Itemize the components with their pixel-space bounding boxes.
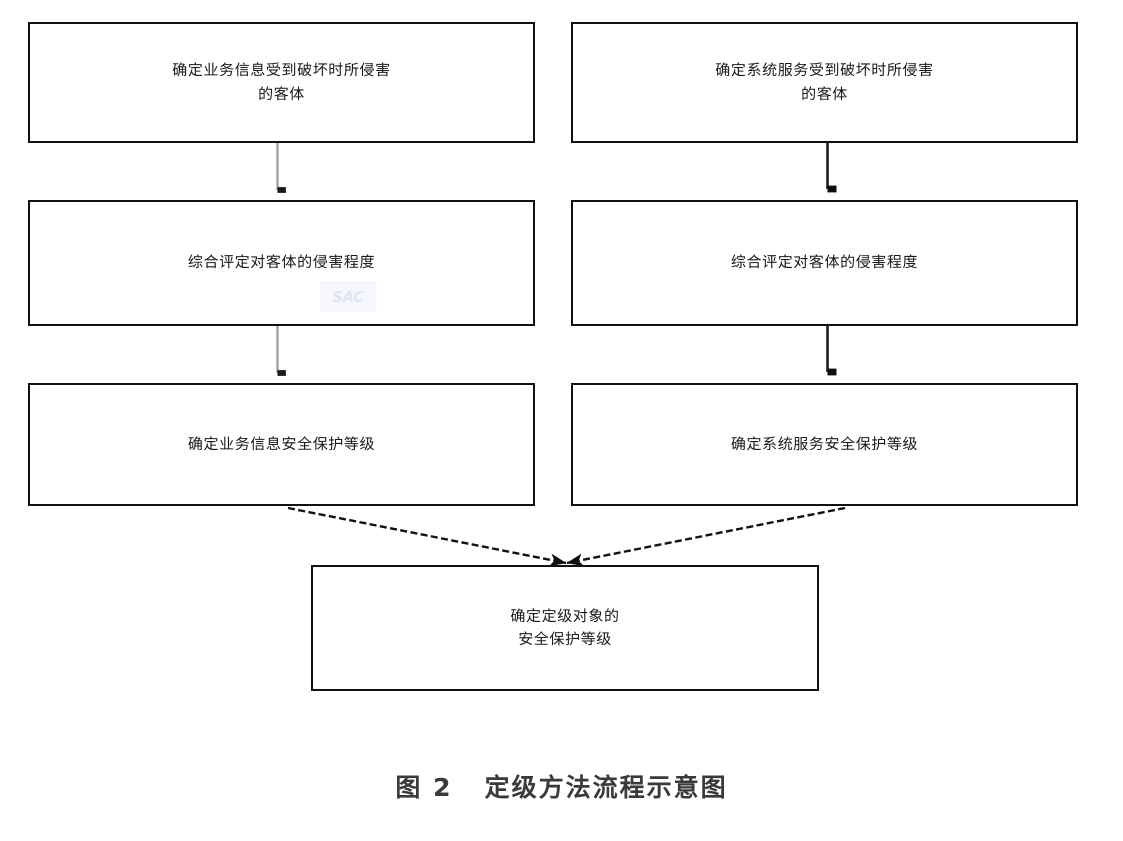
node-biz-severity[interactable]: 综合评定对客体的侵害程度 [28, 200, 535, 326]
node-svc-severity[interactable]: 综合评定对客体的侵害程度 [571, 200, 1078, 326]
node-label: 确定定级对象的 安全保护等级 [510, 606, 620, 648]
node-label: 确定业务信息受到破坏时所侵害 的客体 [172, 61, 391, 103]
node-svc-level[interactable]: 确定系统服务安全保护等级 [571, 383, 1078, 506]
edge-biz-level-to-final [287, 506, 567, 567]
node-label: 综合评定对客体的侵害程度 [187, 253, 376, 272]
node-label: 确定业务信息安全保护等级 [187, 434, 376, 453]
node-svc-damage-object[interactable]: 确定系统服务受到破坏时所侵害 的客体 [571, 22, 1078, 143]
edge-svc-level-to-final [566, 506, 846, 567]
node-biz-level[interactable]: 确定业务信息安全保护等级 [28, 383, 535, 506]
node-label: 综合评定对客体的侵害程度 [730, 253, 919, 272]
figure-caption-text: 图 2 定级方法流程示意图 [395, 773, 728, 802]
node-label: 确定系统服务安全保护等级 [730, 434, 919, 453]
node-biz-damage-object[interactable]: 确定业务信息受到破坏时所侵害 的客体 [28, 22, 535, 143]
node-final-level[interactable]: 确定定级对象的 安全保护等级 [311, 565, 819, 691]
node-label: 确定系统服务受到破坏时所侵害 的客体 [715, 61, 934, 103]
figure-caption: 图 2 定级方法流程示意图 [0, 768, 1123, 804]
